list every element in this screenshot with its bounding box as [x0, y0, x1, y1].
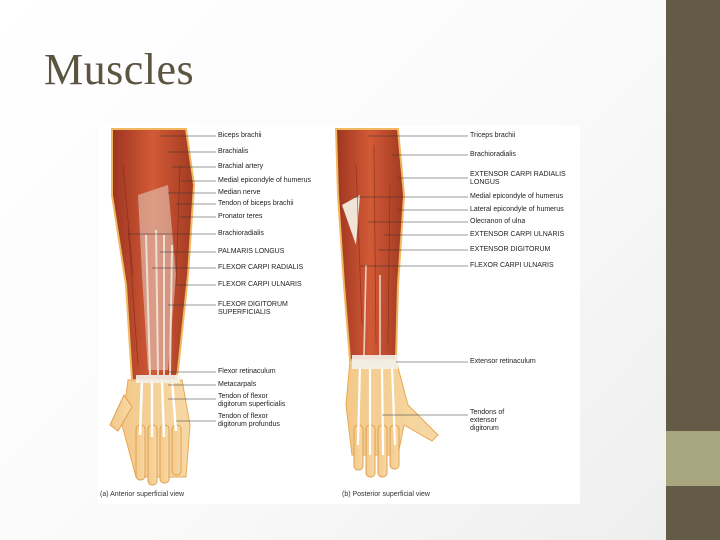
caption-posterior: (b) Posterior superficial view: [342, 491, 430, 498]
label-flexor-carpi-ulnaris: FLEXOR CARPI ULNARIS: [218, 281, 302, 288]
label-tendon-biceps: Tendon of biceps brachii: [218, 200, 294, 207]
caption-anterior: (a) Anterior superficial view: [100, 491, 185, 498]
slide-title: Muscles: [44, 45, 195, 94]
label-olecranon: Olecranon of ulna: [470, 218, 526, 225]
label-brachioradialis: Brachioradialis: [218, 230, 264, 237]
label-extensor-retinaculum: Extensor retinaculum: [470, 358, 536, 365]
label-tendon-fds: Tendon of flexor digitorum superficialis: [218, 393, 286, 408]
label-flexor-retinaculum: Flexor retinaculum: [218, 368, 276, 375]
label-brachioradialis-post: Brachioradialis: [470, 151, 516, 158]
label-tendon-fdp: Tendon of flexor digitorum profundus: [218, 413, 280, 428]
forearm-illustration: [109, 128, 468, 486]
label-flexor-carpi-ulnaris-post: FLEXOR CARPI ULNARIS: [470, 262, 554, 269]
sidebar-accent: [666, 431, 720, 486]
label-extensor-carpi-ulnaris: EXTENSOR CARPI ULNARIS: [470, 231, 565, 238]
label-medial-epicondyle: Medial epicondyle of humerus: [218, 177, 311, 184]
label-triceps-brachii: Triceps brachii: [470, 132, 516, 139]
label-flexor-digitorum-superficialis: FLEXOR DIGITORUM SUPERFICIALIS: [218, 301, 288, 316]
label-lateral-epicondyle: Lateral epicondyle of humerus: [470, 206, 564, 213]
label-pronator-teres: Pronator teres: [218, 213, 263, 220]
label-extensor-digitorum: EXTENSOR DIGITORUM: [470, 246, 551, 253]
anterior-arm: [109, 128, 196, 486]
label-extensor-carpi-radialis-longus: EXTENSOR CARPI RADIALIS LONGUS: [470, 171, 566, 186]
label-tendons-extensor-digitorum: Tendons of extensor digitorum: [470, 409, 505, 432]
label-palmaris-longus: PALMARIS LONGUS: [218, 248, 285, 255]
posterior-arm: [334, 128, 439, 478]
label-flexor-carpi-radialis: FLEXOR CARPI RADIALIS: [218, 264, 304, 271]
label-brachialis: Brachialis: [218, 148, 249, 155]
label-brachial-artery: Brachial artery: [218, 163, 264, 170]
anatomy-figure: Biceps brachii Brachialis Brachial arter…: [98, 125, 580, 504]
label-medial-epicondyle-post: Medial epicondyle of humerus: [470, 193, 563, 200]
label-metacarpals: Metacarpals: [218, 381, 257, 388]
label-biceps-brachii: Biceps brachii: [218, 132, 262, 139]
label-median-nerve: Median nerve: [218, 189, 261, 196]
